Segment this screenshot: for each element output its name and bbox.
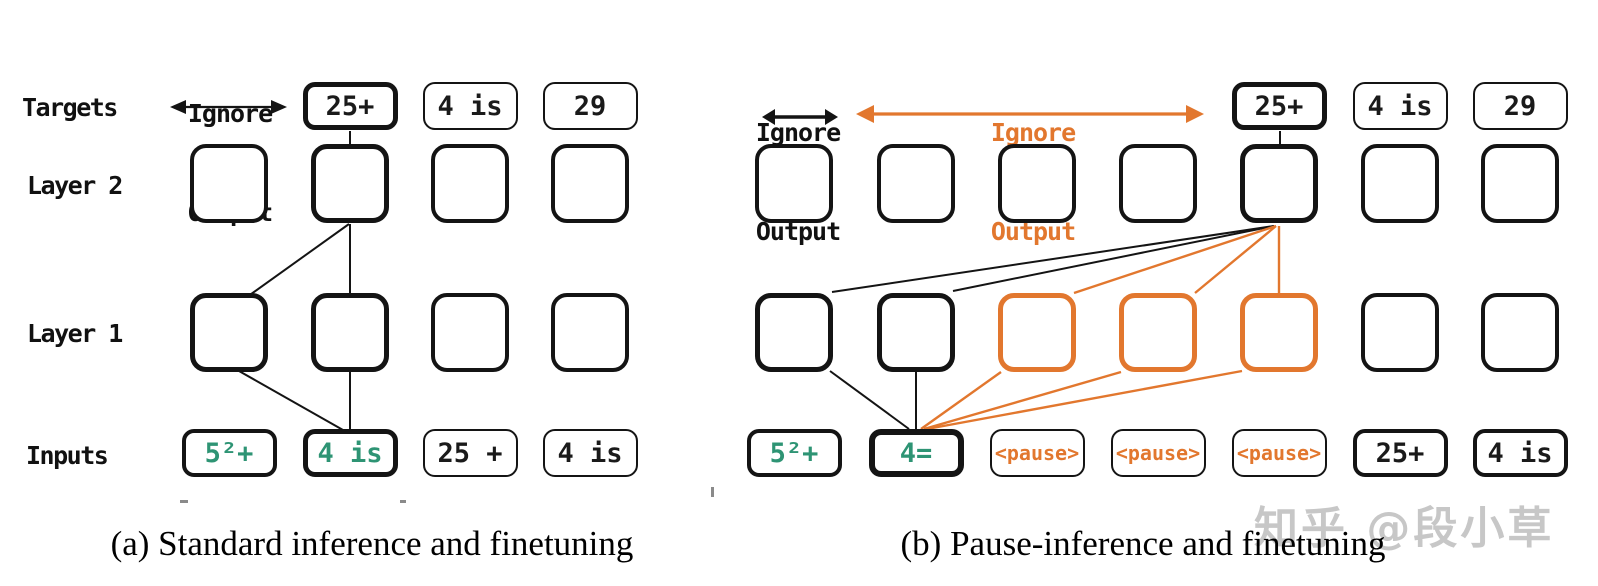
input-token-box: 5²+: [181, 429, 277, 477]
arrow-head-icon: [856, 105, 874, 123]
target-token-box: 4 is: [1352, 82, 1448, 130]
arrow-head-icon: [271, 100, 287, 114]
layer-box: [998, 144, 1076, 223]
attention-line: [831, 225, 1275, 293]
layer-box: [431, 144, 509, 223]
attention-line: [829, 370, 910, 430]
target-token-box: 25+: [1231, 82, 1327, 130]
watermark: 知乎 @段小草: [1254, 503, 1555, 554]
layer-box: [1361, 293, 1439, 372]
attention-line: [246, 223, 350, 298]
tick-artifact: [400, 500, 406, 503]
input-token-box: 4 is: [1472, 429, 1568, 477]
pause-token-box: <pause>: [989, 429, 1085, 477]
layer-box: [1240, 293, 1318, 372]
layer-box: [1361, 144, 1439, 223]
arrow-head-icon: [762, 109, 775, 125]
tick-artifact: [711, 487, 714, 497]
arrow-head-icon: [825, 109, 838, 125]
tick-artifact: [180, 500, 188, 503]
layer-box: [1240, 144, 1318, 223]
layer-box: [311, 144, 389, 223]
layer-box: [998, 293, 1076, 372]
layer-box: [1119, 144, 1197, 223]
attention-line: [923, 370, 1122, 431]
layer-box: [877, 293, 955, 372]
layer-box: [551, 144, 629, 223]
row-label-layer1: Layer 1: [27, 319, 123, 348]
row-label-layer2: Layer 2: [27, 171, 123, 200]
layer-box: [1481, 144, 1559, 223]
target-token-box: 29: [1472, 82, 1568, 130]
layer-box: [1481, 293, 1559, 372]
layer-box: [877, 144, 955, 223]
ignore-output-line1: Ignore: [187, 99, 273, 128]
pause-token-box: <pause>: [1110, 429, 1206, 477]
ignore-output-line1: Ignore: [755, 118, 841, 147]
input-token-box: 4=: [868, 429, 964, 477]
caption-panel-a: (a) Standard inference and finetuning: [110, 524, 634, 563]
ignore-output-arrow-b-orange: [856, 105, 1204, 123]
caption-panel-b: (b) Pause-inference and finetuning: [900, 524, 1386, 563]
row-label-targets: Targets: [22, 93, 118, 122]
attention-line: [238, 370, 344, 431]
attention-line: [952, 225, 1275, 292]
target-token-box: 4 is: [422, 82, 518, 130]
ignore-output-line1: Ignore: [990, 118, 1076, 147]
ignore-output-arrow-b-black: [762, 109, 838, 125]
attention-line: [1194, 225, 1277, 294]
layer-box: [1119, 293, 1197, 372]
layer-box: [551, 293, 629, 372]
layer-box: [755, 293, 833, 372]
arrow-head-icon: [170, 100, 186, 114]
input-token-box: 4 is: [542, 429, 638, 477]
input-token-box: 25+: [1352, 429, 1448, 477]
attention-line: [926, 369, 1243, 431]
attention-line: [920, 371, 1002, 430]
input-token-box: 4 is: [302, 429, 398, 477]
layer-box: [431, 293, 509, 372]
attention-line: [1073, 224, 1277, 295]
layer-box: [311, 293, 389, 372]
layer-box: [190, 144, 268, 223]
row-label-inputs: Inputs: [26, 441, 109, 470]
ignore-output-label-b-black: Ignore Output: [718, 50, 878, 314]
arrow-head-icon: [1186, 105, 1204, 123]
target-token-box: 29: [542, 82, 638, 130]
target-token-box: 25+: [302, 82, 398, 130]
input-token-box: 25 +: [422, 429, 518, 477]
input-token-box: 5²+: [746, 429, 842, 477]
pause-token-box: <pause>: [1231, 429, 1327, 477]
layer-box: [755, 144, 833, 223]
layer-box: [190, 293, 268, 372]
ignore-output-arrow-a: [170, 100, 287, 114]
